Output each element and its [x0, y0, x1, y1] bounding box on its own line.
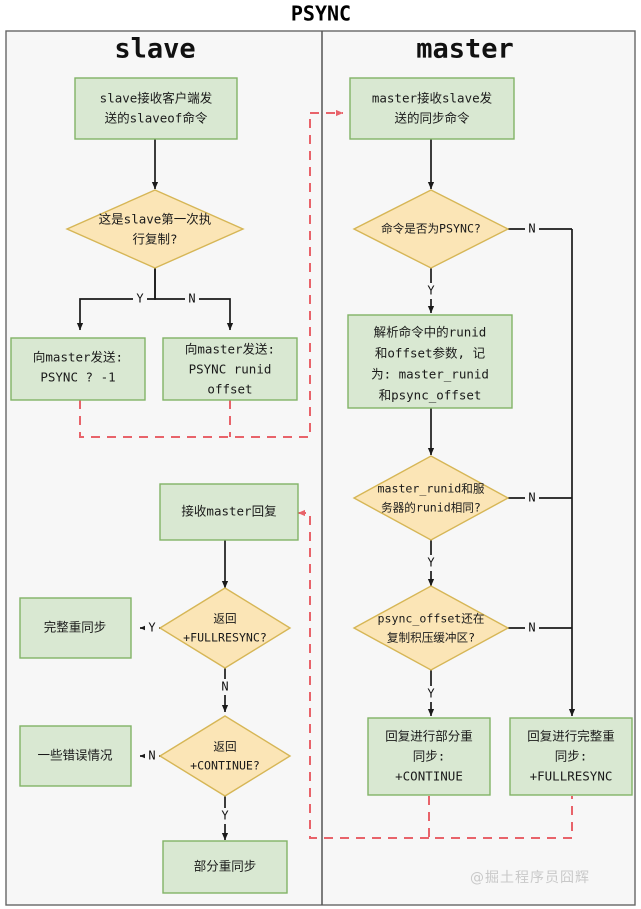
- node-line: 同步:: [413, 749, 446, 764]
- edge-label-continue-yes: Y: [221, 809, 229, 823]
- node-line: 向master发送:: [33, 350, 123, 365]
- edges-messages: [79, 109, 573, 839]
- node-line: 为: master_runid: [371, 367, 489, 382]
- node-line: 一些错误情况: [37, 748, 113, 763]
- node-line: PSYNC ? -1: [40, 370, 115, 385]
- node-line: +CONTINUE: [395, 769, 463, 784]
- diagram-title: PSYNC: [291, 2, 351, 26]
- node-line: 部分重同步: [194, 859, 257, 874]
- node-master-recv-sync[interactable]: master接收slave发 送的同步命令: [349, 77, 515, 140]
- node-master-reply-fullresync[interactable]: 回复进行完整重 同步: +FULLRESYNC: [509, 717, 633, 796]
- node-line: 完整重同步: [44, 620, 107, 635]
- node-slave-first-replication[interactable]: 这是slave第一次执 行复制?: [65, 189, 245, 269]
- node-slave-send-psync-partial[interactable]: 向master发送: PSYNC runid offset: [162, 337, 298, 401]
- node-line: 复制积压缓冲区?: [387, 631, 475, 645]
- node-line: 和offset参数, 记: [375, 346, 486, 361]
- node-line: psync_offset还在: [378, 612, 485, 626]
- node-line: 解析命令中的runid: [374, 325, 487, 340]
- node-line: offset: [207, 382, 252, 397]
- edge-label-is-psync-no: N: [528, 222, 535, 236]
- watermark: @掘土程序员囧辉: [470, 870, 590, 886]
- node-line: 向master发送:: [185, 342, 275, 357]
- node-master-parse-args[interactable]: 解析命令中的runid 和offset参数, 记 为: master_runid…: [347, 314, 513, 409]
- node-line: 送的同步命令: [394, 111, 470, 126]
- edge-label-runid-yes: Y: [427, 556, 435, 570]
- node-line: 同步:: [555, 749, 588, 764]
- edge-label-continue-no: N: [148, 749, 155, 763]
- node-line: +CONTINUE?: [190, 759, 260, 773]
- node-line: 回复进行完整重: [527, 729, 615, 744]
- node-line: 务器的runid相同?: [381, 501, 481, 515]
- node-slave-full-resync[interactable]: 完整重同步: [19, 597, 132, 659]
- node-line: PSYNC runid: [189, 362, 272, 377]
- node-line: 这是slave第一次执: [99, 212, 212, 227]
- node-master-reply-continue[interactable]: 回复进行部分重 同步: +CONTINUE: [367, 717, 491, 796]
- node-slave-some-errors[interactable]: 一些错误情况: [19, 725, 132, 787]
- edges-master: [427, 139, 576, 717]
- edge-label-runid-no: N: [528, 491, 535, 505]
- node-master-is-psync[interactable]: 命令是否为PSYNC?: [352, 189, 510, 269]
- node-line: 行复制?: [132, 232, 177, 247]
- node-slave-recv-reply[interactable]: 接收master回复: [159, 483, 299, 541]
- node-line: master接收slave发: [372, 91, 493, 106]
- node-slave-partial-resync[interactable]: 部分重同步: [162, 840, 288, 894]
- node-slave-recv-slaveof[interactable]: slave接收客户端发 送的slaveof命令: [74, 77, 238, 140]
- node-line: 回复进行部分重: [385, 729, 473, 744]
- edge-label-is-psync-yes: Y: [427, 284, 435, 298]
- edge-label-fullresync-no: N: [221, 680, 228, 694]
- node-line: 接收master回复: [181, 504, 277, 519]
- node-slave-is-fullresync[interactable]: 返回 +FULLRESYNC?: [158, 587, 292, 669]
- node-line: 命令是否为PSYNC?: [381, 222, 481, 236]
- node-slave-send-psync-full[interactable]: 向master发送: PSYNC ? -1: [10, 337, 146, 401]
- node-master-runid-match[interactable]: master_runid和服 务器的runid相同?: [352, 455, 510, 541]
- lane-title-master: master: [416, 34, 514, 65]
- lane-title-slave: slave: [114, 34, 195, 65]
- node-line: +FULLRESYNC: [530, 769, 613, 784]
- node-line: 送的slaveof命令: [105, 111, 208, 126]
- edge-label-slave-first-yes: Y: [136, 292, 144, 306]
- edge-label-fullresync-yes: Y: [148, 621, 156, 635]
- node-line: 返回: [213, 612, 236, 626]
- node-line: 返回: [213, 740, 236, 754]
- edge-label-backlog-no: N: [528, 621, 535, 635]
- node-line: master_runid和服: [378, 482, 485, 496]
- edge-labels: Y N Y N N Y N Y N Y N Y: [133, 221, 539, 824]
- node-line: +FULLRESYNC?: [183, 631, 267, 645]
- node-line: slave接收客户端发: [100, 91, 213, 106]
- edge-label-backlog-yes: Y: [427, 687, 435, 701]
- node-master-offset-in-backlog[interactable]: psync_offset还在 复制积压缓冲区?: [352, 585, 510, 671]
- node-line: 和psync_offset: [379, 388, 482, 403]
- node-slave-is-continue[interactable]: 返回 +CONTINUE?: [158, 715, 292, 797]
- edge-label-slave-first-no: N: [188, 292, 195, 306]
